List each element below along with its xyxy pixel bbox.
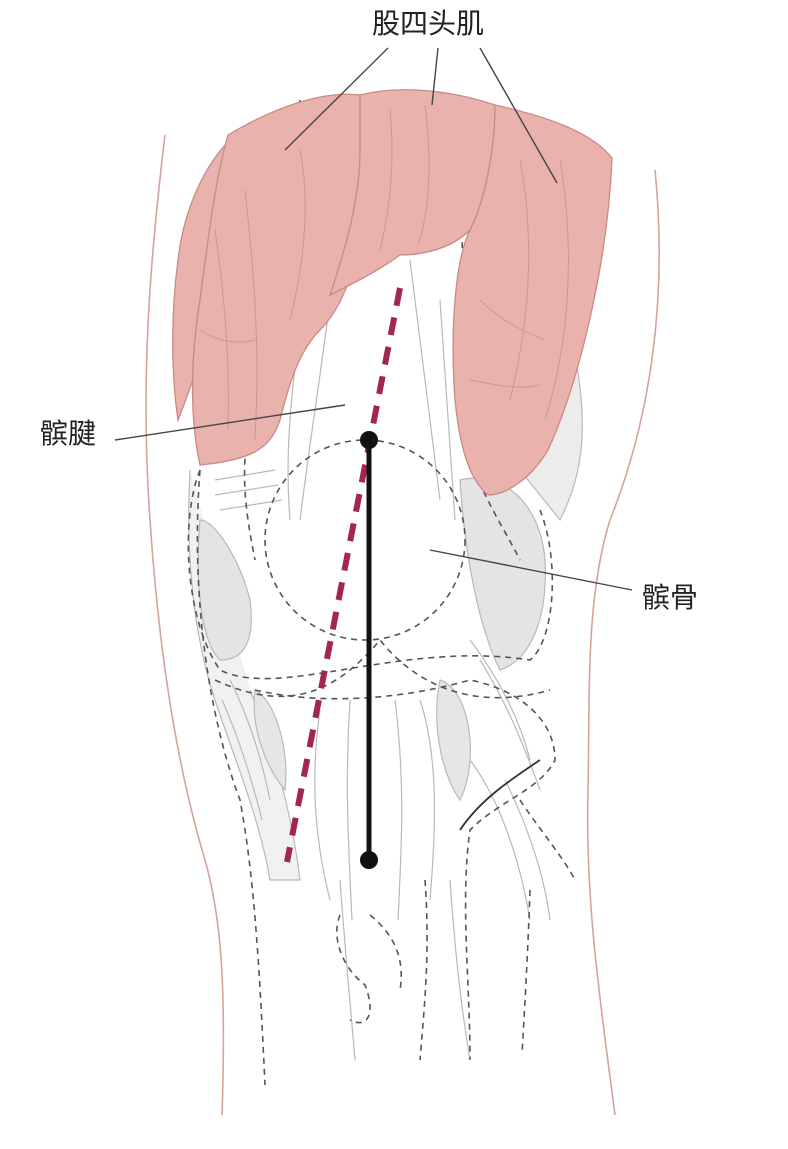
leader-lines <box>114 47 633 591</box>
patellar-tendon-label: 髌腱 <box>40 417 97 450</box>
tendon-top-dot <box>360 431 378 449</box>
muscle-fibers <box>199 104 569 441</box>
tendon-bottom-dot <box>360 851 378 869</box>
bone-solid-edge <box>459 759 541 831</box>
quadriceps-force-line <box>284 287 403 863</box>
patella-label: 髌骨 <box>642 581 699 614</box>
quadriceps-muscle <box>172 89 613 496</box>
leg-outline <box>145 134 660 1116</box>
quadriceps-label: 股四头肌 <box>372 7 485 40</box>
